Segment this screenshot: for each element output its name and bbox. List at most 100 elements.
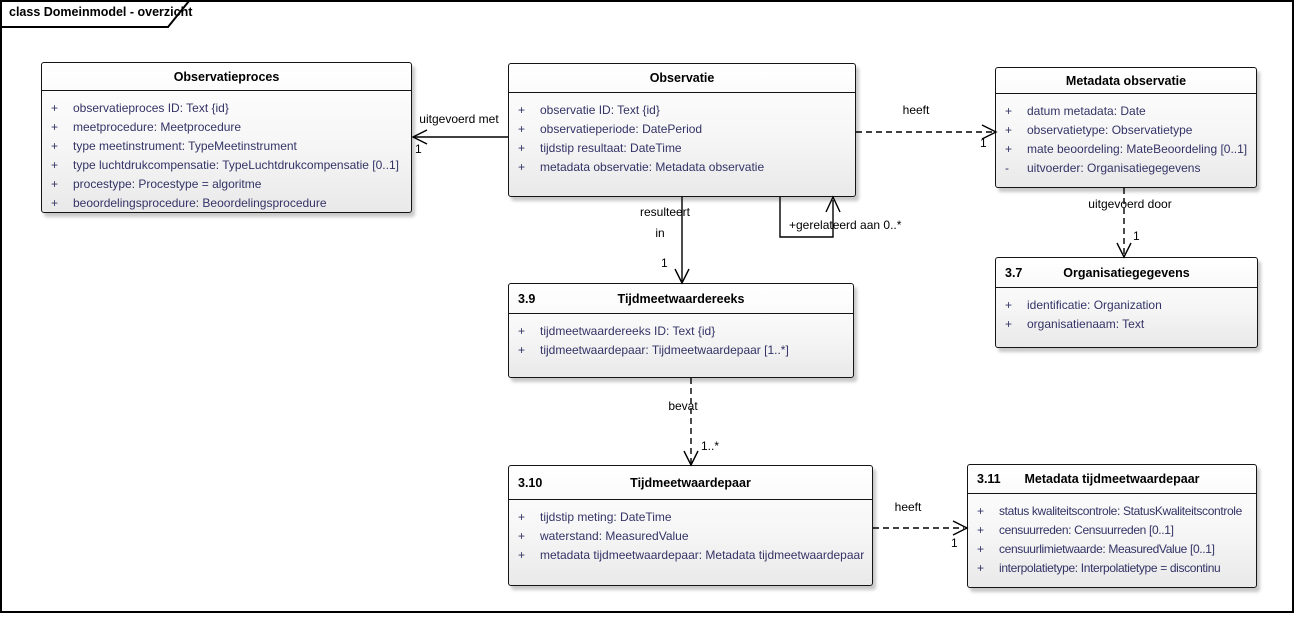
visibility-symbol: + bbox=[1005, 317, 1013, 331]
attribute-text: identificatie: Organization bbox=[1027, 298, 1162, 312]
connector-label-uitgevoerd-door: uitgevoerd door bbox=[1088, 197, 1172, 211]
class-title: Tijdmeetwaardepaar bbox=[630, 475, 751, 490]
visibility-symbol: + bbox=[518, 122, 526, 136]
class-header: Observatieproces bbox=[42, 63, 411, 91]
visibility-symbol: + bbox=[51, 139, 59, 153]
visibility-symbol: + bbox=[51, 120, 59, 134]
multiplicity-bevat: 1..* bbox=[701, 439, 720, 453]
attribute-text: tijdstip meting: DateTime bbox=[540, 510, 672, 524]
attribute-text: datum metadata: Date bbox=[1027, 104, 1146, 118]
attribute-text: meetprocedure: Meetprocedure bbox=[73, 120, 242, 134]
visibility-symbol: + bbox=[1005, 142, 1013, 156]
class-attribute: + beoordelingsprocedure: Beoordelingsproc… bbox=[42, 194, 411, 213]
class-number: 3.7 bbox=[1005, 265, 1023, 280]
class-header: 3.7 Organisatiegegevens bbox=[996, 258, 1257, 288]
class-number: 3.11 bbox=[977, 472, 1001, 486]
class-attribute: + waterstand: MeasuredValue bbox=[509, 527, 872, 546]
class-attributes: + tijdstip meting: DateTime + waterstand: M… bbox=[509, 500, 872, 565]
attribute-text: observatieperiode: DatePeriod bbox=[540, 122, 703, 136]
visibility-symbol: + bbox=[51, 101, 59, 115]
attribute-text: status kwaliteitscontrole: StatusKwalite… bbox=[999, 504, 1242, 518]
class-title: Observatieproces bbox=[173, 69, 280, 84]
class-attribute: + tijdstip meting: DateTime bbox=[509, 508, 872, 527]
visibility-symbol: + bbox=[977, 523, 984, 537]
visibility-symbol: + bbox=[518, 529, 526, 543]
connector-label-in: in bbox=[655, 226, 665, 240]
visibility-symbol: + bbox=[518, 510, 526, 524]
visibility-symbol: + bbox=[977, 561, 984, 575]
visibility-symbol: + bbox=[518, 160, 526, 174]
class-title: Organisatiegegevens bbox=[1063, 265, 1190, 280]
class-attribute: + metadata observatie: Metadata observati… bbox=[509, 158, 855, 177]
class-attribute: +observatieproces ID: Text {id} bbox=[42, 99, 411, 118]
attribute-text: censuurlimietwaarde: MeasuredValue [0..1… bbox=[999, 542, 1215, 556]
class-number: 3.9 bbox=[518, 291, 536, 306]
connector-label-heeft-observatie: heeft bbox=[902, 103, 930, 117]
multiplicity-heeft-tijdmeetwaardepaar: 1 bbox=[951, 536, 958, 550]
class-box-metadata-observatie[interactable]: Metadata observatie + datum metadata: Dat… bbox=[995, 67, 1257, 188]
visibility-symbol: + bbox=[1005, 298, 1013, 312]
class-box-metadata-tijdmeetwaardepaar[interactable]: 3.11 Metadata tijdmeetwaardepaar + status… bbox=[967, 464, 1257, 588]
connector-label-resulteert: resulteert bbox=[639, 205, 691, 219]
class-attribute: + tijdstip resultaat: DateTime bbox=[509, 139, 855, 158]
class-attribute: -uitvoerder: Organisatiegegevens bbox=[996, 159, 1256, 178]
class-number: 3.10 bbox=[518, 475, 543, 490]
attribute-text: tijdmeetwaardereeks ID: Text {id} bbox=[540, 324, 716, 338]
class-box-observatie[interactable]: Observatie +observatie ID: Text {id}+obs… bbox=[508, 63, 856, 197]
class-attribute: +observatie ID: Text {id} bbox=[509, 101, 855, 120]
class-box-tijdmeetwaardepaar[interactable]: 3.10 Tijdmeetwaardepaar + tijdstip meting… bbox=[508, 465, 873, 586]
class-header: Observatie bbox=[509, 64, 855, 93]
attribute-text: uitvoerder: Organisatiegegevens bbox=[1027, 161, 1201, 175]
multiplicity-uitgevoerd-door: 1 bbox=[1133, 229, 1140, 243]
class-header: 3.11 Metadata tijdmeetwaardepaar bbox=[968, 465, 1256, 494]
attribute-text: type luchtdrukcompensatie: TypeLuchtdruk… bbox=[73, 158, 399, 172]
class-attribute: + interpolatietype: Interpolatietype = di… bbox=[968, 559, 1256, 578]
frame-tab bbox=[0, 0, 192, 28]
class-attribute: + meetprocedure: Meetprocedure bbox=[42, 118, 411, 137]
class-attribute: +observatietype: Observatietype bbox=[996, 121, 1256, 140]
class-attributes: +observatie ID: Text {id}+observatieperi… bbox=[509, 93, 855, 177]
visibility-symbol: + bbox=[518, 103, 526, 117]
visibility-symbol: + bbox=[518, 343, 526, 357]
attribute-text: interpolatietype: Interpolatietype = dis… bbox=[999, 561, 1221, 575]
class-attribute: + observatieperiode: DatePeriod bbox=[509, 120, 855, 139]
class-attributes: + tijdmeetwaardereeks ID: Text {id} + tijdm… bbox=[509, 314, 853, 360]
class-attribute: +mate beoordeling: MateBeoordeling [0..1… bbox=[996, 140, 1256, 159]
class-attributes: + status kwaliteitscontrole: StatusKwalit… bbox=[968, 494, 1256, 578]
attribute-text: type meetinstrument: TypeMeetinstrument bbox=[73, 139, 297, 153]
attribute-text: beoordelingsprocedure: Beoordelingsproce… bbox=[73, 196, 327, 210]
class-header: 3.10 Tijdmeetwaardepaar bbox=[509, 466, 872, 500]
class-box-organisatiegegevens[interactable]: 3.7 Organisatiegegevens + identificatie: … bbox=[995, 257, 1258, 348]
visibility-symbol: + bbox=[51, 196, 59, 210]
multiplicity-uitgevoerd-met: 1 bbox=[415, 142, 422, 156]
class-attribute: +censuurreden: Censuurreden [0..1] bbox=[968, 521, 1256, 540]
attribute-text: metadata observatie: Metadata observatie bbox=[540, 160, 765, 174]
class-title: Observatie bbox=[649, 71, 715, 85]
class-attributes: +observatieproces ID: Text {id}+meetproc… bbox=[42, 91, 411, 213]
connector-label-heeft-tijdmeetwaardepaar: heeft bbox=[894, 500, 922, 514]
connector-label-bevat: bevat bbox=[668, 399, 698, 413]
class-box-observatieproces[interactable]: Observatieproces +observatieproces ID: T… bbox=[41, 62, 412, 213]
frame-tab-label: class Domeinmodel - overzicht bbox=[9, 5, 193, 19]
class-attribute: + identificatie: Organization bbox=[996, 296, 1257, 315]
visibility-symbol: + bbox=[51, 177, 59, 191]
connector-label-gerelateerd-aan: +gerelateerd aan 0..* bbox=[789, 218, 902, 232]
visibility-symbol: + bbox=[518, 141, 526, 155]
class-header: Metadata observatie bbox=[996, 68, 1256, 94]
class-attribute: + tijdmeetwaardepaar: Tijdmeetwaardepaar … bbox=[509, 341, 853, 360]
class-attribute: + tijdmeetwaardereeks ID: Text {id} bbox=[509, 322, 853, 341]
attribute-text: tijdmeetwaardepaar: Tijdmeetwaardepaar [… bbox=[540, 343, 789, 357]
attribute-text: waterstand: MeasuredValue bbox=[540, 529, 689, 543]
class-attribute: +status kwaliteitscontrole: StatusKwalit… bbox=[968, 502, 1256, 521]
attribute-text: tijdstip resultaat: DateTime bbox=[540, 141, 682, 155]
attribute-text: metadata tijdmeetwaardepaar: Metadata ti… bbox=[540, 548, 865, 562]
class-attribute: + datum metadata: Date bbox=[996, 102, 1256, 121]
class-attributes: + datum metadata: Date +observatietype: Ob… bbox=[996, 94, 1256, 178]
class-box-tijdmeetwaardereeks[interactable]: 3.9 Tijdmeetwaardereeks +tijdmeetwaarder… bbox=[508, 283, 854, 378]
class-title: Metadata observatie bbox=[1065, 73, 1187, 88]
class-attribute: +type luchtdrukcompensatie: TypeLuchtdru… bbox=[42, 156, 411, 175]
visibility-symbol: + bbox=[1005, 104, 1013, 118]
visibility-symbol: + bbox=[518, 324, 526, 338]
visibility-symbol: + bbox=[518, 548, 526, 562]
